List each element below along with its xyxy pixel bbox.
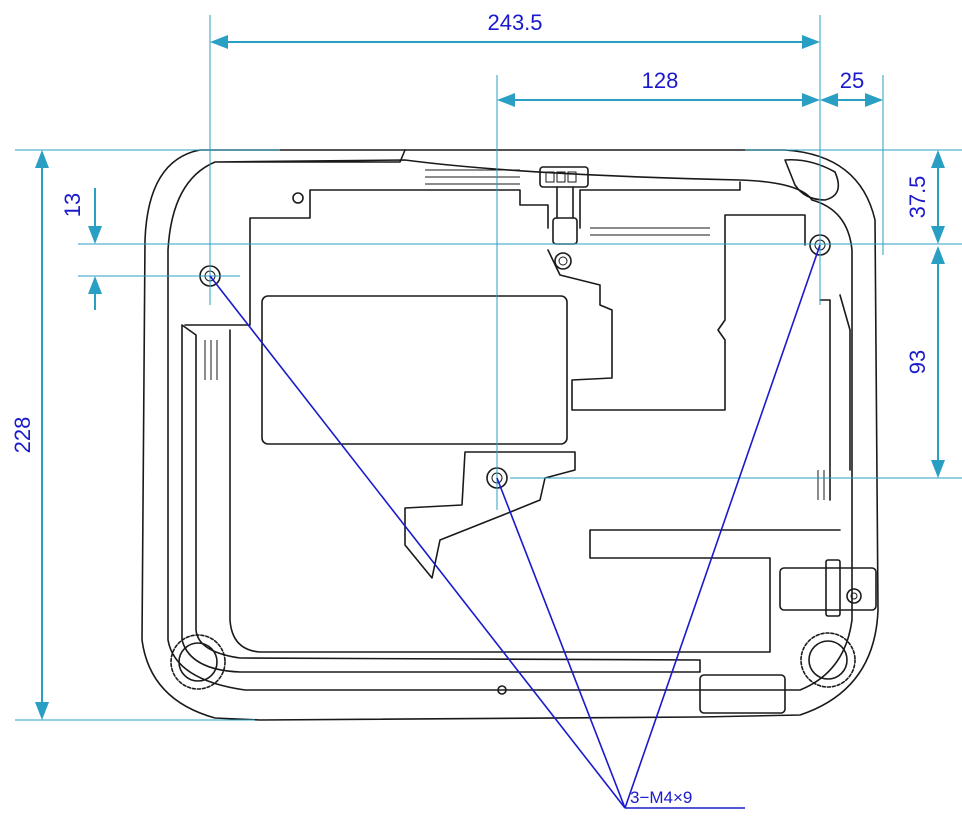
top-left-screw (292, 192, 304, 204)
right-vent-lines (817, 470, 831, 500)
stepped-panel (547, 214, 806, 411)
extension-lines (15, 15, 962, 721)
screw-callout-leaders (209, 244, 821, 809)
lower-step-bracket (404, 451, 576, 579)
dim-right-offset (820, 93, 883, 107)
left-vent-lines (204, 340, 218, 380)
leader-center-hole (496, 477, 626, 809)
left-hole-offset-label: 13 (60, 193, 85, 217)
front-right-foot (800, 632, 856, 688)
rubber-feet (170, 632, 856, 690)
left-tray-outline (181, 324, 701, 673)
total-width-label: 243.5 (487, 10, 542, 35)
side-port (779, 559, 877, 617)
upper-compartment (184, 181, 741, 326)
screw-spec-label: 3−M4×9 (630, 788, 692, 807)
dim-left-hole-offset (88, 188, 102, 310)
top-latch (539, 166, 589, 270)
leader-left-hole (209, 275, 626, 809)
dim-right-hole-top (931, 150, 945, 244)
projector-body (141, 149, 879, 721)
right-channel (819, 294, 851, 501)
front-left-foot (170, 634, 226, 690)
dim-total-depth (35, 150, 49, 720)
dim-hole-depth-spacing (931, 246, 945, 478)
lens-bump (784, 158, 840, 201)
hole-spacing-label: 128 (642, 68, 679, 93)
right-hole-top-label: 37.5 (905, 176, 930, 219)
hole-depth-spacing-label: 93 (905, 350, 930, 374)
top-vent-lines (425, 169, 710, 236)
front-connector (699, 674, 786, 714)
dim-total-width (210, 35, 820, 49)
right-offset-label: 25 (840, 68, 864, 93)
leader-right-hole (624, 244, 821, 809)
outer-shell-outline (141, 149, 879, 721)
left-tray-inner (229, 329, 841, 653)
filter-cover (261, 295, 568, 445)
mounting-holes (199, 234, 831, 489)
dim-hole-spacing (497, 93, 820, 107)
total-depth-label: 228 (10, 417, 35, 454)
bottom-screw (497, 685, 507, 695)
inner-shell-rim (167, 149, 853, 691)
